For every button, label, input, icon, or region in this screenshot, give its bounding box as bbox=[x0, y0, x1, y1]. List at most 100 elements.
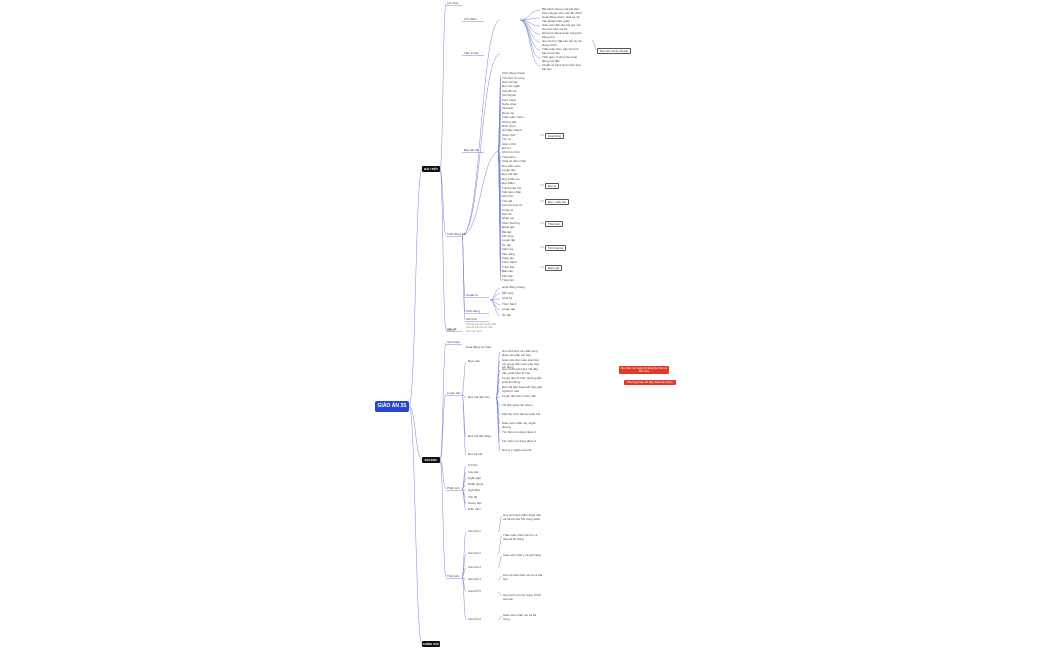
mid-list2[interactable]: Ngắt nghỉ bbox=[468, 475, 481, 480]
top-list-item[interactable]: Tổng kết ý bbox=[502, 154, 517, 159]
mid-list2[interactable]: Ngữ điệu bbox=[468, 488, 481, 493]
top-bottom-item[interactable]: Thực hành bbox=[502, 301, 517, 306]
top-list-item[interactable]: Liên hệ thực tế bbox=[502, 203, 523, 208]
mid-lower-sub[interactable]: Câu hỏi 5 bbox=[468, 589, 481, 593]
top-list-item[interactable]: Kết luận bbox=[502, 273, 514, 278]
mid-lower-sub[interactable]: Câu hỏi 3 bbox=[468, 565, 481, 569]
mid-para[interactable]: Giáo viên đọc mẫu toàn bài với giọng diễ… bbox=[502, 358, 540, 370]
mid-lower-para[interactable]: Thảo luận nhóm để tìm ra câu trả lời đún… bbox=[503, 533, 538, 541]
top-s1-tag[interactable]: Mục tiêu chính của bài bbox=[597, 48, 631, 54]
top-list-item[interactable]: Vẽ tranh bbox=[502, 106, 514, 111]
top-list-item[interactable]: Khởi động nhanh bbox=[502, 71, 525, 76]
mid-list2[interactable]: Nhấn giọng bbox=[468, 482, 484, 487]
top-branch[interactable]: Vấn đề bbox=[447, 327, 457, 331]
top-list-item[interactable]: Hỏi đáp nhanh bbox=[502, 128, 522, 133]
top-list-item[interactable]: Ôn tập bbox=[502, 242, 512, 247]
top-s1-item[interactable]: Ghi lại từ khoá quan trọng lên bảng phụ bbox=[542, 31, 582, 39]
mid-para[interactable]: Luyện đọc từ khó: hướng dẫn phát âm đúng bbox=[502, 376, 542, 384]
mid-para[interactable]: Học sinh đọc cá nhân từng đoạn và nhận x… bbox=[502, 349, 538, 357]
top-list-item[interactable]: Tìm từ bbox=[502, 137, 511, 142]
mid-list2[interactable]: Giọng đọc bbox=[468, 501, 482, 505]
mid-para[interactable]: Tìm hiểu nội dung đoạn 2 bbox=[502, 439, 537, 443]
top-tag[interactable]: Thảo luận bbox=[545, 221, 564, 227]
mid-para[interactable]: Luyện đọc theo nhóm đôi bbox=[502, 394, 536, 398]
mid-para[interactable]: Học sinh luyện đọc nối tiếp câu, phát hi… bbox=[502, 367, 538, 375]
top-list-item[interactable]: Sáng tạo bbox=[502, 256, 515, 260]
top-list-item[interactable]: Tóm tắt bbox=[502, 198, 513, 203]
top-s1-item[interactable]: Chuẩn bị tranh ảnh minh hoạ bài học bbox=[542, 63, 581, 71]
top-list-item[interactable]: Thảo luận nhóm bbox=[502, 115, 524, 120]
top-bottom-branch[interactable]: Khởi động bbox=[466, 309, 480, 313]
top-list-item[interactable]: Thực hành bbox=[502, 260, 517, 265]
mid-list2[interactable]: Diễn cảm bbox=[468, 507, 481, 512]
mid-lower-para[interactable]: Giáo viên nhận xét và bổ sung bbox=[503, 613, 537, 621]
mid-first[interactable]: Hoạt động cá nhân bbox=[466, 345, 492, 349]
top-list-item[interactable]: Kiểm tra bbox=[502, 247, 514, 252]
top-list-item[interactable]: Ghi nhớ bbox=[502, 194, 513, 199]
mid-para[interactable]: Giáo viên nhận xét, tuyên dương bbox=[502, 421, 537, 429]
mid-branch[interactable]: Phân tích bbox=[447, 486, 460, 490]
top-sub-branch[interactable]: Đặt vấn đề bbox=[464, 148, 479, 152]
mid-lower-sub[interactable]: Câu hỏi 6 bbox=[468, 617, 481, 621]
main-node-chinh-xac[interactable]: CHÍNH XÁC bbox=[422, 641, 440, 647]
top-tag[interactable]: Đánh giá bbox=[545, 265, 563, 271]
mid-lower-sub[interactable]: Câu hỏi 2 bbox=[468, 551, 481, 555]
mid-lower-para[interactable]: Học sinh đọc thầm đoạn văn và trả lời câ… bbox=[503, 513, 542, 521]
top-list-item[interactable]: Viết cảm nhận bbox=[502, 190, 522, 194]
top-list-item[interactable]: Đóng vai bbox=[502, 110, 514, 115]
top-list-item[interactable]: Bình chọn bbox=[502, 124, 516, 128]
mid-lower-para[interactable]: Giáo viên chốt ý và ghi bảng bbox=[503, 553, 541, 557]
top-list-item[interactable]: Đọc phân vai bbox=[502, 176, 520, 181]
top-list-item[interactable]: Trả lời câu hỏi bbox=[502, 185, 522, 190]
top-list-item[interactable]: Đánh giá bbox=[502, 225, 515, 230]
top-list-item[interactable]: Đố vui bbox=[502, 146, 511, 150]
mid-para[interactable]: Một học sinh đọc lại toàn bài bbox=[502, 412, 541, 416]
top-bottom-item[interactable]: Hoạt động chung bbox=[502, 285, 525, 290]
top-list-item[interactable]: Phỏng vấn bbox=[502, 119, 517, 124]
top-list-item[interactable]: Trình bày bbox=[502, 264, 515, 269]
top-branch[interactable]: Lời chào bbox=[447, 1, 459, 5]
top-s1-item[interactable]: Thời gian: 5 phút cho hoạt động mở đầu bbox=[542, 55, 577, 63]
top-list-item[interactable]: Nghe nhạc bbox=[502, 102, 517, 106]
top-branch[interactable]: Khởi động bài bbox=[447, 232, 466, 236]
mid-para[interactable]: Rút ra ý nghĩa của bài bbox=[502, 448, 532, 452]
mid-branch[interactable]: Giới thiệu bbox=[447, 340, 460, 344]
top-s1-item[interactable]: Thảo luận theo cặp và trình bày trước lớ… bbox=[542, 47, 579, 55]
top-tag[interactable]: Trình bày lại bbox=[545, 245, 567, 251]
top-list-item[interactable]: Chơi trò chơi bbox=[502, 150, 520, 155]
top-list-item[interactable]: Xem tranh bbox=[502, 97, 516, 102]
top-sub-branch[interactable]: Chủ điểm bbox=[464, 17, 477, 21]
top-list-item[interactable]: Mở rộng bbox=[502, 234, 514, 238]
top-list-item[interactable]: Vận dụng bbox=[502, 251, 515, 256]
top-list-item[interactable]: Luyện đọc bbox=[502, 168, 516, 172]
top-list-item[interactable]: Đọc nối tiếp bbox=[502, 172, 518, 177]
mid-lower-sub[interactable]: Câu hỏi 1 bbox=[468, 529, 481, 533]
top-tag[interactable]: Hoạt động bbox=[545, 133, 564, 139]
mid-list2[interactable]: Từ khó bbox=[468, 463, 478, 468]
mid-sub[interactable]: Đọc nối tiếp đoạn bbox=[468, 434, 492, 438]
top-s1-item[interactable]: Giáo viên đặt câu hỏi gợi mở cho học sin… bbox=[542, 23, 581, 31]
mid-para[interactable]: Đọc nối tiếp đoạn kết hợp giải nghĩa từ … bbox=[502, 385, 542, 393]
main-node-dau-tiet[interactable]: ĐẦU TIẾT bbox=[422, 166, 440, 172]
top-list-item[interactable]: Củng cố bbox=[502, 207, 514, 212]
top-list-item[interactable]: Báo cáo bbox=[502, 269, 514, 274]
mid-sub[interactable]: Đọc mẫu bbox=[468, 359, 481, 363]
side-note-1[interactable]: Mục tiêu: rèn luyện kỹ năng đọc hiểu và … bbox=[619, 366, 669, 375]
top-list-item[interactable]: Khen thưởng bbox=[502, 220, 520, 225]
mid-lower-para[interactable]: Liên hệ bản thân và rút ra bài học bbox=[503, 573, 543, 581]
mid-list2[interactable]: Câu dài bbox=[468, 469, 479, 474]
top-tag[interactable]: Đọc - Hiểu bài bbox=[545, 199, 569, 205]
top-list-item[interactable]: Kể chuyện bbox=[502, 93, 517, 98]
top-note[interactable]: Thông báo kế hoạch tiết sau và bài tập v… bbox=[466, 322, 497, 333]
top-end-label[interactable]: Chú ý bbox=[447, 328, 455, 332]
side-note-2[interactable]: Phương pháp: hỏi đáp, thảo luận nhóm bbox=[624, 380, 676, 386]
mid-lower-sub[interactable]: Câu hỏi 4 bbox=[468, 577, 481, 581]
top-tag[interactable]: Đọc to bbox=[545, 183, 560, 189]
top-s1-item[interactable]: Học sinh tự đặt câu hỏi về nội dung chín… bbox=[542, 39, 582, 47]
top-bottom-branch[interactable]: Chuẩn bị bbox=[466, 293, 479, 297]
top-list-item[interactable]: Trò chơi từ vựng bbox=[502, 75, 525, 80]
mid-list2[interactable]: Tốc độ bbox=[468, 494, 478, 499]
top-list-item[interactable]: Đọc thơ ngắn bbox=[502, 84, 521, 89]
top-s1-item[interactable]: Bối cảnh chung của bài đọc: Câu chuyện c… bbox=[542, 7, 582, 15]
top-list-item[interactable]: Dặn dò bbox=[502, 212, 512, 216]
